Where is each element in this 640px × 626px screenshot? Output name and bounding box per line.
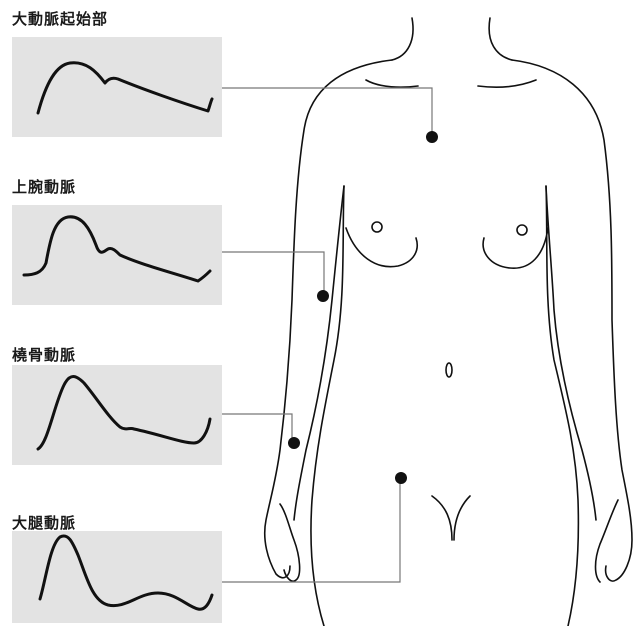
measurement-dot-femoral bbox=[395, 472, 407, 484]
measurement-dot-aortic-root bbox=[426, 131, 438, 143]
left-arm-outer-outline bbox=[265, 60, 392, 578]
right-nipple bbox=[517, 225, 527, 235]
navel bbox=[446, 363, 452, 377]
left-arm-inner-outline bbox=[294, 186, 344, 520]
connector-brachial bbox=[222, 252, 324, 296]
connector-aortic-root bbox=[222, 88, 432, 136]
measurement-dot-radial bbox=[288, 437, 300, 449]
groin-left bbox=[432, 496, 452, 540]
groin-right bbox=[454, 496, 470, 540]
measurement-dot-brachial bbox=[317, 290, 329, 302]
left-clavicle bbox=[366, 80, 418, 87]
right-breast-outline bbox=[483, 228, 548, 268]
left-breast-outline bbox=[346, 228, 417, 267]
neck-outline-right bbox=[489, 18, 512, 60]
right-hand-outline bbox=[596, 500, 619, 582]
left-nipple bbox=[372, 222, 382, 232]
neck-outline-left bbox=[392, 18, 413, 60]
right-clavicle bbox=[478, 80, 536, 87]
right-arm-outer-outline bbox=[512, 60, 632, 581]
